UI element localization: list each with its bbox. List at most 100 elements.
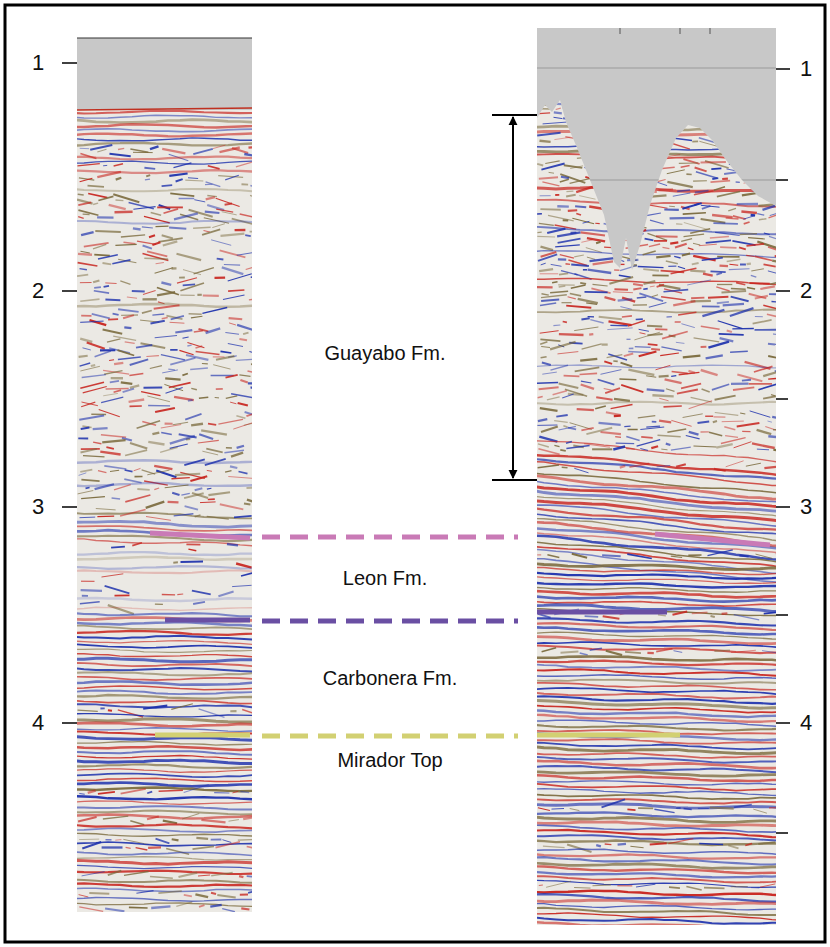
reflector-fragment — [182, 374, 188, 376]
axis-tick — [776, 179, 788, 181]
reflector-fragment — [82, 872, 105, 876]
reflector-fragment — [545, 161, 559, 164]
reflector — [77, 677, 252, 681]
reflector-fragment — [731, 650, 756, 652]
reflector-fragment — [775, 369, 785, 371]
reflector-fragment — [746, 463, 761, 466]
reflector-fragment — [676, 223, 682, 224]
reflector — [532, 657, 784, 662]
reflector-fragment — [170, 322, 185, 324]
reflector-fragment — [179, 873, 198, 877]
reflector-fragment — [609, 164, 627, 168]
reflector-fragment — [87, 343, 105, 349]
reflector-fragment — [94, 255, 110, 256]
reflector — [532, 605, 784, 612]
reflector-fragment — [620, 307, 631, 310]
reflector-fragment — [729, 135, 745, 140]
reflector-fragment — [78, 253, 92, 256]
reflector-fragment — [724, 427, 735, 430]
reflector — [532, 645, 784, 653]
reflector-fragment — [129, 374, 143, 376]
reflector-fragment — [121, 789, 146, 794]
reflector-fragment — [222, 212, 237, 215]
reflector-fragment — [728, 208, 736, 211]
reflector-fragment — [666, 261, 678, 264]
reflector — [532, 459, 784, 480]
reflector-fragment — [194, 200, 205, 202]
reflector — [77, 760, 252, 763]
reflector-fragment — [681, 166, 690, 168]
reflector — [532, 200, 784, 207]
reflector-fragment — [691, 101, 702, 103]
reflector-fragment — [701, 326, 720, 329]
reflector-fragment — [142, 227, 153, 228]
reflector-fragment — [584, 100, 600, 102]
reflector-fragment — [179, 277, 185, 279]
reflector-fragment — [130, 385, 139, 387]
reflector-fragment — [772, 302, 785, 303]
reflector-fragment — [758, 179, 765, 181]
reflector — [532, 675, 784, 679]
reflector-fragment — [660, 353, 679, 356]
reflector-fragment — [631, 94, 652, 98]
reflector-fragment — [243, 818, 252, 820]
reflector-fragment — [102, 574, 124, 577]
reflector-fragment — [577, 157, 599, 159]
reflector-fragment — [126, 847, 131, 848]
reflector-fragment — [661, 347, 681, 351]
reflector — [532, 900, 784, 904]
reflector-fragment — [240, 894, 248, 896]
reflector-fragment — [230, 466, 237, 468]
reflector-fragment — [189, 313, 202, 315]
reflector-fragment — [80, 602, 100, 604]
reflector-fragment — [692, 263, 699, 264]
reflector-fragment — [80, 321, 103, 322]
reflector-fragment — [112, 498, 121, 499]
reflector-fragment — [146, 355, 159, 357]
reflector-fragment — [689, 401, 713, 409]
axis-number: 1 — [32, 51, 44, 75]
reflector-fragment — [731, 288, 746, 290]
reflector-fragment — [748, 238, 765, 239]
reflector-fragment — [559, 273, 568, 274]
reflector-fragment — [220, 148, 240, 153]
reflector-fragment — [542, 648, 557, 652]
reflector-fragment — [94, 291, 109, 293]
reflector-fragment — [651, 139, 664, 142]
reflector-fragment — [148, 405, 170, 407]
reflector-fragment — [237, 446, 244, 448]
reflector-fragment — [775, 255, 785, 257]
reflector-fragment — [617, 885, 632, 886]
reflector-fragment — [111, 377, 123, 379]
reflector-fragment — [668, 265, 676, 267]
reflector-fragment — [239, 375, 250, 377]
reflector-fragment — [185, 506, 198, 510]
reflector-fragment — [640, 333, 646, 334]
reflector-fragment — [226, 396, 237, 399]
reflector-fragment — [165, 378, 180, 379]
reflector-fragment — [558, 284, 575, 285]
reflector-fragment — [728, 845, 738, 848]
reflector — [77, 783, 252, 787]
reflector-fragment — [724, 172, 740, 174]
reflector-fragment — [229, 318, 243, 319]
reflector-fragment — [562, 302, 572, 303]
reflector-fragment — [188, 549, 196, 551]
reflector-fragment — [607, 328, 632, 330]
reflector-fragment — [730, 308, 754, 316]
reflector-fragment — [588, 270, 612, 273]
reflector-fragment — [620, 260, 624, 261]
reflector-fragment — [737, 203, 758, 205]
reflector-fragment — [215, 276, 226, 279]
reflector-fragment — [613, 360, 617, 362]
reflector-fragment — [656, 235, 678, 238]
reflector-fragment — [711, 270, 726, 273]
reflector-fragment — [537, 425, 557, 426]
interval-bracket — [492, 115, 537, 480]
reflector-fragment — [641, 113, 651, 116]
reflector-fragment — [217, 895, 235, 898]
reflector-fragment — [111, 547, 125, 548]
reflector-fragment — [248, 890, 252, 893]
reflector-fragment — [182, 814, 199, 820]
reflector-fragment — [228, 290, 244, 291]
